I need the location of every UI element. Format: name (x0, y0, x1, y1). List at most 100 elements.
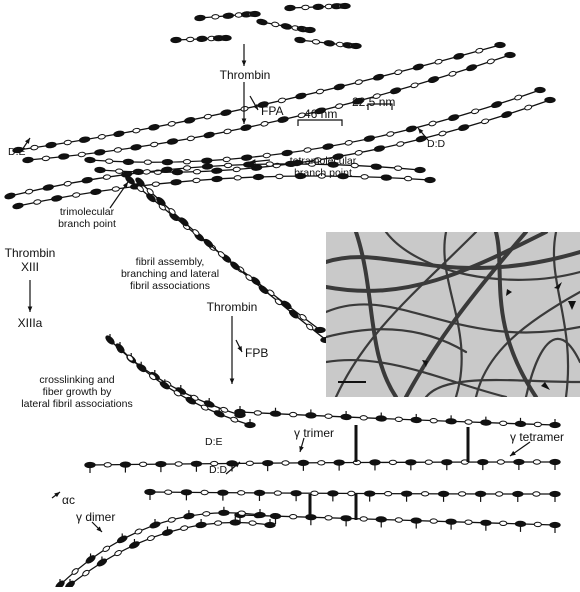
crosslinking-label: crosslinking and fiber growth by lateral… (2, 374, 152, 410)
e-domain (316, 89, 324, 95)
d-domain (171, 179, 182, 185)
e-domain (348, 491, 355, 495)
d-domain (324, 40, 335, 46)
e-domain (64, 181, 72, 187)
e-domain (487, 58, 495, 64)
e-domain (187, 37, 194, 42)
e-domain (246, 461, 253, 465)
d-domain (85, 157, 96, 163)
e-domain (425, 460, 432, 464)
e-domain (395, 417, 402, 422)
d-domain (212, 176, 223, 182)
e-domain (233, 167, 241, 172)
d-domain (466, 64, 477, 72)
d-domain (90, 188, 101, 195)
e-domain (271, 22, 279, 28)
e-domain (304, 147, 312, 152)
e-domain (394, 166, 402, 171)
d-domain (364, 135, 375, 142)
d-domain (123, 159, 134, 164)
e-domain (384, 491, 391, 495)
strand-backbone (18, 176, 430, 206)
e-domain (183, 159, 190, 164)
d-domain (334, 83, 345, 91)
d-domain (202, 164, 213, 170)
e-domain (201, 490, 208, 494)
micrograph-arrowhead-icon (568, 301, 576, 310)
e-domain (325, 414, 332, 419)
d-domain (51, 195, 62, 202)
scale-46nm-label: 46 nm (304, 107, 337, 121)
e-domain (389, 460, 396, 464)
d-domain (285, 5, 296, 11)
d-domain (240, 124, 251, 131)
e-domain (475, 48, 483, 54)
d-domain (322, 143, 333, 150)
d-domain (203, 238, 214, 249)
e-domain (360, 415, 367, 420)
d-domain (505, 52, 515, 57)
d-domain (94, 149, 105, 155)
d-domain (221, 35, 231, 40)
e-domain (534, 522, 541, 527)
e-domain (395, 518, 402, 523)
e-domain (514, 94, 522, 100)
e-domain (168, 517, 176, 523)
d-domain (178, 216, 189, 227)
d-domain (204, 131, 215, 138)
e-domain (533, 492, 540, 496)
de-label-bottom: D:E (205, 436, 223, 448)
d-domain (288, 309, 299, 320)
d-domain (256, 18, 267, 25)
e-domain (249, 521, 257, 526)
e-domain (214, 521, 221, 526)
trimolecular-branch-label: trimolecular branch point (42, 206, 132, 230)
arrow-head (242, 118, 247, 124)
d-domain (148, 124, 159, 131)
e-domain (302, 5, 309, 10)
e-domain (274, 298, 282, 306)
e-domain (430, 519, 437, 524)
d-domain (167, 138, 178, 145)
d-domain (448, 114, 459, 122)
e-domain (147, 535, 155, 542)
scale-22-5nm-label: 22.5 nm (352, 95, 395, 109)
d-domain (453, 52, 464, 60)
e-domain (82, 569, 90, 577)
e-domain (193, 169, 200, 174)
d-domain (171, 37, 182, 43)
d-domain (130, 144, 141, 151)
fibril-assembly-label: fibril assembly, branching and lateral f… (100, 256, 240, 292)
e-domain (471, 108, 479, 114)
fpb-label: FPB (245, 346, 268, 360)
e-domain (165, 490, 172, 494)
e-domain (144, 160, 151, 164)
d-domain (95, 167, 106, 173)
e-domain (458, 492, 465, 496)
e-domain (465, 420, 472, 425)
e-domain (175, 462, 182, 466)
d-domain (45, 142, 56, 149)
e-domain (497, 460, 504, 464)
d-domain (305, 27, 315, 32)
d-domain (428, 76, 439, 84)
e-domain (72, 192, 80, 198)
e-domain (430, 418, 437, 423)
e-domain (104, 463, 111, 467)
e-domain (434, 59, 442, 65)
e-domain (534, 422, 541, 427)
e-domain (394, 69, 402, 75)
e-domain (102, 545, 110, 553)
d-domain (425, 177, 435, 182)
fibrinogen-monomers (171, 3, 362, 48)
e-domain (139, 462, 146, 466)
e-domain (143, 169, 151, 174)
micrograph-arrowhead-icon (554, 282, 562, 289)
arrow-head (242, 60, 247, 66)
e-domain (103, 174, 111, 179)
e-domain (134, 528, 142, 535)
e-domain (386, 131, 394, 137)
tetramolecular-branch-label: tetramolecular branch point (268, 155, 378, 179)
e-domain (187, 136, 195, 142)
micrograph-arrowhead-icon (541, 382, 550, 390)
